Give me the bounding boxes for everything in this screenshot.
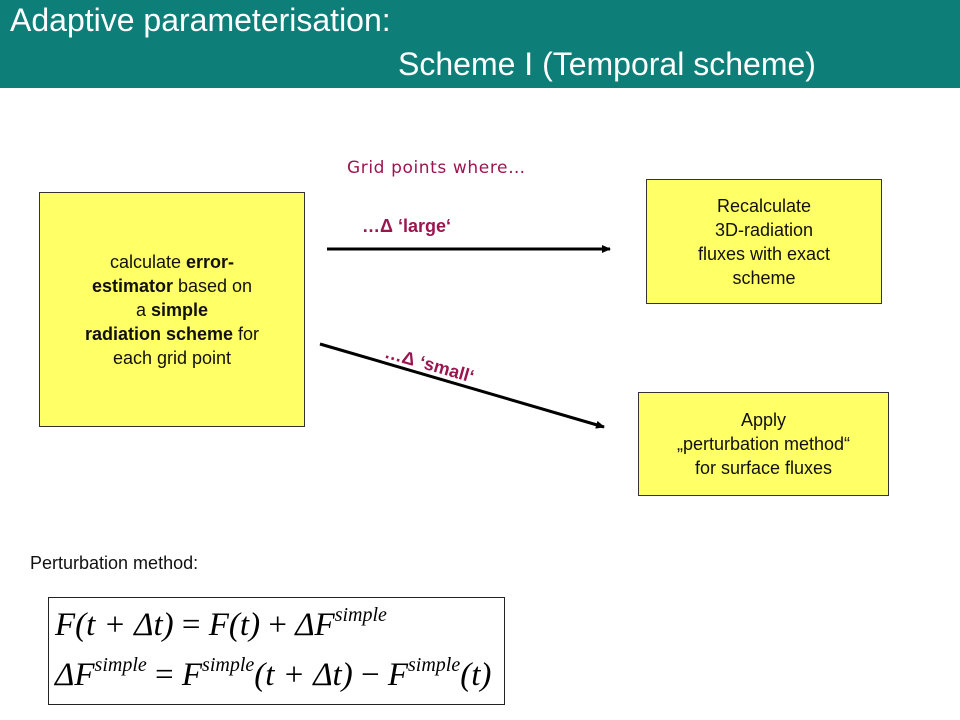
slide-title: Adaptive parameterisation: [10,2,391,38]
recalculate-line: 3D-radiation [714,219,814,240]
formula2-term1: F [181,657,203,693]
recalculate-line: scheme [732,267,796,288]
recalculate-line: fluxes with exact [697,243,831,264]
title-bar: Adaptive parameterisation: Scheme I (Tem… [0,0,960,88]
formula2-term2-arg: (t) [460,657,492,693]
perturbation-box-text: Apply „perturbation method“ for surface … [677,408,850,480]
error-estimator-line: a simple [85,298,259,322]
formula1-eq: = [181,607,201,643]
error-estimator-line: radiation scheme for [85,322,259,346]
formula2-minus: − [360,657,380,693]
perturbation-box-line: „perturbation method“ [676,434,851,454]
formula2-term2-sup: simple [408,654,461,676]
arrow-small [319,342,605,429]
perturbation-box: Apply „perturbation method“ for surface … [638,392,889,496]
text-run: a [135,299,151,320]
formula2-lhs-sup: simple [94,654,147,676]
perturbation-box-line: for surface fluxes [694,458,833,478]
text-run: each grid point [112,347,232,368]
formula2-term1-arg: (t + Δt) [254,657,353,693]
arrow-large-label: …Δ ‘large‘ [362,216,451,236]
formula-line-2: ΔFsimple = Fsimple(t + Δt) − Fsimple(t) [55,654,491,694]
formula-line-1: F(t + Δt) = F(t) + ΔFsimple [55,604,387,644]
formula1-rhs-b-sup: simple [334,604,387,626]
formula1-lhs: F(t + Δt) [55,607,174,643]
recalculate-text: Recalculate 3D-radiation fluxes with exa… [698,194,830,290]
formula2-eq: = [155,657,174,693]
bold-run: simple [150,299,209,320]
recalculate-line: Recalculate [716,195,812,216]
text-run: for [233,323,260,344]
error-estimator-line: calculate error- [85,250,259,274]
perturbation-box-line: Apply [740,410,787,430]
bold-run: estimator [91,275,173,296]
bold-run: radiation scheme [84,323,234,344]
formula2-term2: F [387,657,409,693]
bold-run: error- [186,251,235,272]
formula2-term1-sup: simple [202,654,255,676]
grid-points-label: Grid points where… [347,158,526,178]
text-run: calculate [109,251,186,272]
slide-subtitle: Scheme I (Temporal scheme) [398,46,816,82]
error-estimator-line: each grid point [85,346,259,370]
formula1-plus: + [268,607,287,643]
error-estimator-line: estimator based on [85,274,259,298]
formula-box: F(t + Δt) = F(t) + ΔFsimple ΔFsimple = F… [48,597,505,705]
formula1-rhs-b: ΔF [295,607,335,643]
text-run: based on [172,275,253,296]
recalculate-box: Recalculate 3D-radiation fluxes with exa… [646,179,882,304]
formula1-rhs-a: F(t) [208,607,261,643]
formula2-lhs: ΔF [55,657,95,693]
perturbation-method-label: Perturbation method: [30,553,199,573]
